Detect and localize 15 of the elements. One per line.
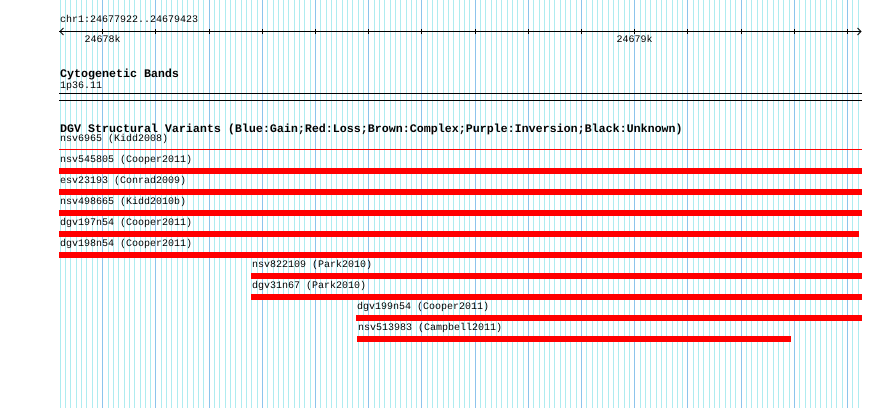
tick-label: 24678k [84,34,120,46]
coordinate-label: chr1:24677922..24679423 [60,15,198,27]
band-label: 1p36.11 [60,81,102,93]
variant-label: nsv498665 (Kidd2010b) [60,197,186,209]
variant-label: esv23193 (Conrad2009) [60,176,186,188]
variant-label: dgv198n54 (Cooper2011) [60,239,192,251]
tick-label: 24679k [616,34,652,46]
track-title: Cytogenetic Bands [60,67,179,81]
variant-label: dgv31n67 (Park2010) [252,281,366,293]
variant-label: dgv199n54 (Cooper2011) [357,302,490,314]
variant-label: nsv513983 (Campbell2011) [358,323,502,335]
variant-label: nsv545805 (Cooper2011) [60,155,192,167]
variant-label: nsv6965 (Kidd2008) [60,134,168,146]
variant-label: nsv822109 (Park2010) [252,260,372,272]
variant-label: dgv197n54 (Cooper2011) [60,218,192,230]
